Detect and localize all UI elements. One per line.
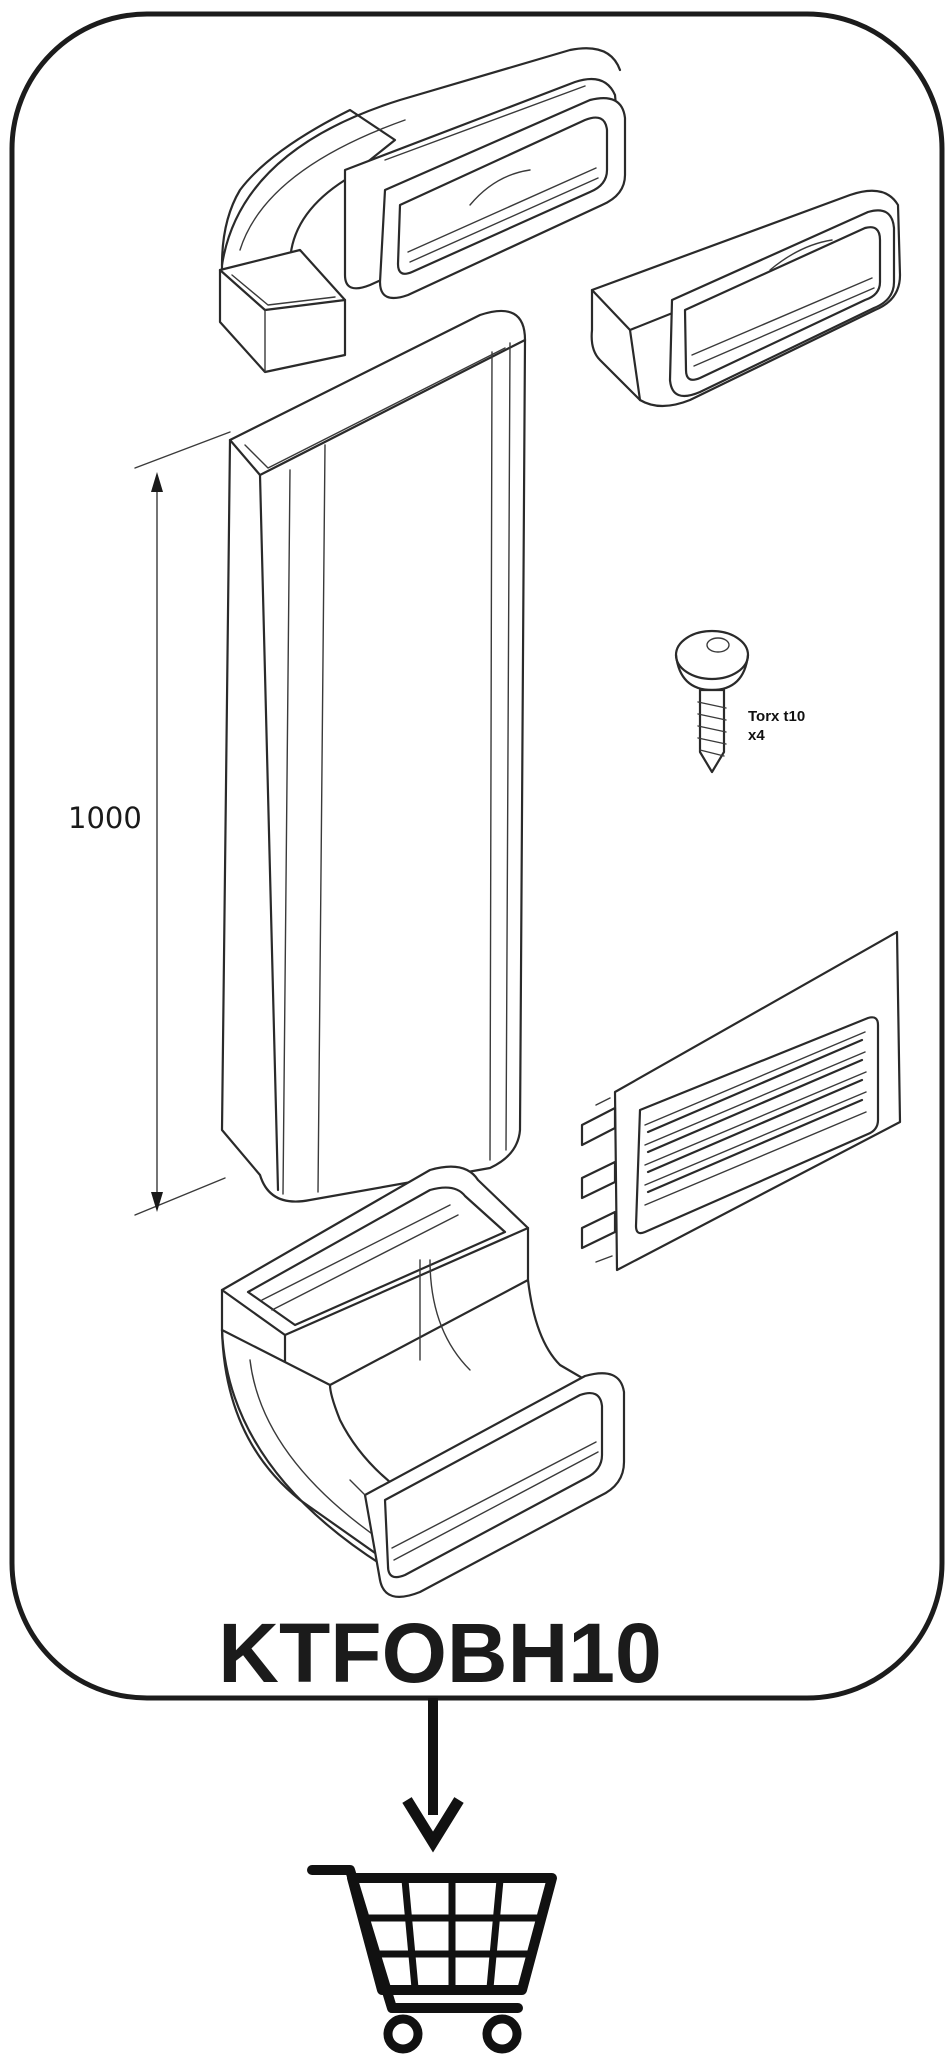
vent-grille [580,930,902,1272]
top-duct-elbow [218,47,627,374]
torx-screw: Torx t10 x4 [674,629,805,774]
screw-label-type: Torx t10 [748,708,805,725]
straight-duct-1000 [220,309,527,1203]
shopping-cart-icon[interactable] [307,1865,557,2054]
straight-connector [590,189,902,408]
screw-label-qty: x4 [748,727,765,744]
length-label: 1000 [68,801,142,835]
bottom-duct-elbow [220,1165,626,1598]
kit-frame [9,11,945,1701]
product-code: KTFOBH10 [218,1606,661,1700]
arrow-down-icon [402,1698,464,1853]
length-dimension: 1000 [68,431,231,1216]
